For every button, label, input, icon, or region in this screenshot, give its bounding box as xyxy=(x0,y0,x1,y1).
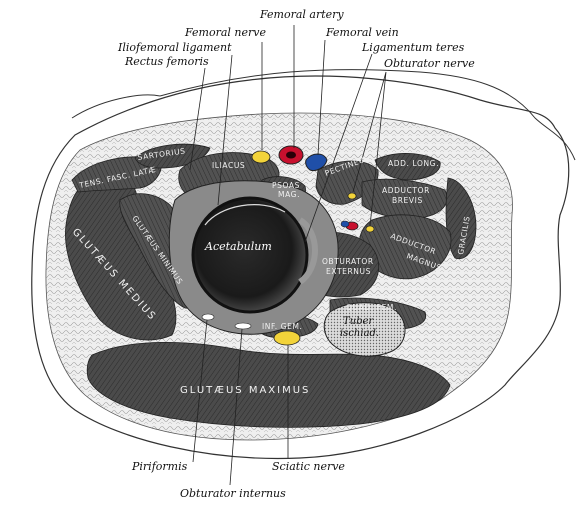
leader-femoral-vein xyxy=(317,39,326,156)
label-femoral-artery: Femoral artery xyxy=(259,8,344,21)
femoral-artery-lumen xyxy=(286,151,296,159)
obturator-vein-structure xyxy=(340,220,350,228)
muscle-label-gluteus-maximus: GLUTÆUS MAXIMUS xyxy=(180,385,310,396)
leader-obturator-internus xyxy=(229,328,243,486)
label-rectus-femoris: Rectus femoris xyxy=(124,55,209,68)
piriformis-tendon xyxy=(201,313,215,321)
label-femoral-vein: Femoral vein xyxy=(325,26,399,39)
label-obturator-internus: Obturator internus xyxy=(180,487,286,500)
gracilis-muscle xyxy=(445,177,477,260)
muscle-label-adductor-brevis-2: BREVIS xyxy=(392,196,423,205)
leader-ligamentum-teres xyxy=(304,53,373,243)
muscle-label-inf-gem: INF. GEM. xyxy=(262,322,303,331)
leader-iliofemoral-ligament xyxy=(217,54,233,206)
label-tuber-2: ischiad. xyxy=(340,328,379,339)
muscle-label-quad-fem: QUAD. FEM. xyxy=(346,303,397,312)
tensor-fasciae-latae-muscle xyxy=(71,156,162,193)
label-obturator-nerve: Obturator nerve xyxy=(384,57,475,70)
ligamentum-teres xyxy=(298,217,318,285)
sciatic-nerve-structure xyxy=(273,330,301,346)
acetabulum-femoral-head xyxy=(191,196,309,314)
obturator-internus-tendon xyxy=(234,322,252,330)
femoral-nerve-structure xyxy=(251,150,271,164)
muscle-label-obturator-externus-1: OBTURATOR xyxy=(322,257,374,266)
muscle-label-iliacus: ILIACUS xyxy=(212,161,245,170)
muscle-label-add-long: ADD. LONG. xyxy=(388,159,439,168)
label-tuber-1: Tuber xyxy=(343,316,374,327)
leader-rectus-femoris xyxy=(189,67,206,171)
obturator-nerve-structure-2 xyxy=(365,225,375,233)
label-sciatic-nerve: Sciatic nerve xyxy=(272,460,345,473)
label-acetabulum: Acetabulum xyxy=(204,240,272,253)
label-ligamentum-teres: Ligamentum teres xyxy=(361,41,465,54)
adductor-brevis-muscle xyxy=(361,178,448,219)
muscle-label-psoas-1: PSOAS xyxy=(272,181,300,190)
adductor-longus-muscle xyxy=(374,153,441,181)
gluteal-fold-line xyxy=(71,94,161,119)
leader-piriformis xyxy=(192,319,208,463)
muscle-label-obturator-externus-2: EXTERNUS xyxy=(326,267,371,276)
obturator-nerve-structure-1 xyxy=(347,192,357,200)
label-femoral-nerve: Femoral nerve xyxy=(184,26,266,39)
upper-skin-line xyxy=(159,69,576,161)
muscle-label-adductor-brevis-1: ADDUCTOR xyxy=(382,186,430,195)
label-piriformis: Piriformis xyxy=(131,460,188,473)
label-iliofemoral-ligament: Iliofemoral ligament xyxy=(117,41,232,54)
leader-obturator-nerve xyxy=(352,71,387,227)
tuber-ischiadicum-bone xyxy=(323,302,406,357)
femoral-vein-structure xyxy=(305,153,328,171)
muscle-label-psoas-2: MAG. xyxy=(278,190,300,199)
acetabulum-rim xyxy=(204,204,286,226)
